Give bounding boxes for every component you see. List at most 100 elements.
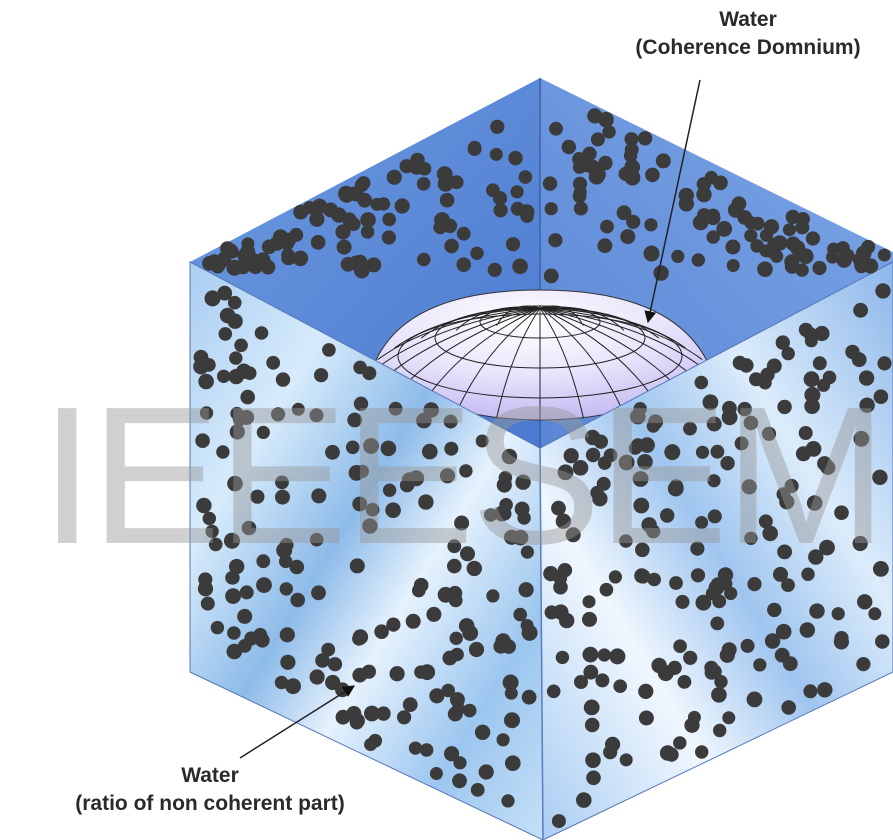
molecule-dot	[309, 211, 325, 227]
molecule-dot	[694, 375, 709, 390]
molecule-dot	[716, 221, 733, 237]
molecule-dot	[311, 585, 326, 601]
molecule-dot	[205, 524, 219, 539]
molecule-dot	[799, 622, 815, 638]
molecule-dot	[327, 657, 343, 672]
molecule-dot	[456, 226, 471, 241]
molecule-dot	[819, 539, 835, 556]
molecule-dot	[208, 537, 223, 552]
molecule-dot	[704, 170, 718, 185]
molecule-dot	[513, 607, 527, 622]
molecule-dot	[402, 697, 418, 712]
molecule-dot	[713, 723, 727, 738]
molecule-dot	[704, 660, 719, 675]
molecule-dot	[198, 373, 214, 390]
molecule-dot	[667, 660, 682, 676]
molecule-dot	[353, 360, 367, 375]
molecule-dot	[459, 464, 473, 478]
molecule-dot	[489, 147, 503, 161]
molecule-dot	[290, 592, 306, 608]
molecule-dot	[486, 589, 500, 603]
molecule-dot	[493, 203, 508, 218]
molecule-dot	[803, 684, 818, 699]
molecule-dot	[255, 633, 270, 648]
molecule-dot	[441, 683, 456, 698]
molecule-dot	[467, 141, 482, 156]
molecule-dot	[624, 169, 641, 186]
molecule-dot	[653, 265, 669, 281]
molecule-dot	[487, 262, 502, 277]
molecule-dot	[234, 338, 248, 353]
molecule-dot	[861, 239, 876, 254]
molecule-dot	[695, 516, 709, 529]
molecule-dot	[544, 202, 558, 216]
molecule-dot	[349, 558, 365, 574]
molecule-dot	[691, 253, 705, 267]
molecule-dot	[798, 248, 814, 264]
molecule-dot	[338, 185, 355, 202]
molecule-dot	[518, 582, 534, 598]
molecule-dot	[505, 237, 521, 252]
molecule-dot	[309, 408, 324, 423]
molecule-dot	[236, 260, 251, 275]
label-top-title: Water	[719, 8, 777, 31]
molecule-dot	[227, 295, 242, 310]
molecule-dot	[256, 425, 270, 439]
molecule-dot	[260, 259, 276, 275]
molecule-dot	[634, 568, 650, 584]
bottom-pointer-arrow	[239, 685, 356, 759]
molecule-dot	[695, 445, 710, 459]
molecule-dot	[561, 139, 576, 155]
molecule-dot	[250, 489, 265, 504]
molecule-dot	[553, 579, 568, 595]
molecule-dot	[817, 682, 833, 698]
molecule-dot	[210, 620, 225, 635]
molecule-dot	[496, 733, 510, 747]
molecule-dot	[394, 198, 410, 214]
molecule-dot	[775, 623, 792, 640]
molecule-dot	[633, 497, 650, 514]
molecule-dot	[647, 572, 661, 587]
molecule-dot	[696, 186, 712, 203]
molecule-dot	[357, 192, 373, 208]
molecule-dot	[201, 358, 216, 372]
molecule-dot	[376, 706, 391, 721]
molecule-dot	[199, 406, 214, 420]
molecule-dot	[744, 229, 758, 243]
molecule-dot	[695, 745, 709, 759]
molecule-dot	[605, 736, 621, 753]
molecule-dot	[648, 414, 664, 430]
molecule-dot	[798, 426, 813, 440]
molecule-dot	[352, 667, 368, 683]
molecule-dot	[782, 656, 798, 671]
molecule-dot	[449, 631, 463, 645]
molecule-dot	[795, 220, 810, 235]
molecule-dot	[386, 617, 401, 632]
molecule-dot	[808, 549, 824, 565]
water-molecules	[193, 108, 892, 829]
molecule-dot	[281, 251, 296, 266]
molecule-dot	[289, 559, 305, 575]
molecule-dot	[229, 558, 245, 575]
molecule-dot	[325, 444, 340, 460]
molecule-dot	[542, 176, 558, 191]
molecule-dot	[583, 664, 599, 680]
molecule-dot	[576, 792, 592, 808]
molecule-dot	[711, 687, 727, 703]
molecule-dot	[195, 433, 210, 449]
molecule-dot	[478, 764, 494, 780]
molecule-dot	[582, 646, 599, 663]
molecule-dot	[623, 149, 638, 163]
molecule-dot	[302, 201, 317, 215]
molecule-dot	[727, 202, 744, 218]
molecule-dot	[582, 146, 597, 161]
molecule-dot	[335, 224, 351, 240]
molecule-dot	[587, 108, 603, 124]
molecule-dot	[671, 249, 685, 263]
molecule-dot	[239, 585, 254, 600]
molecule-dot	[659, 745, 676, 761]
molecule-dot	[492, 191, 508, 206]
molecule-dot	[275, 475, 289, 490]
molecule-dot	[456, 257, 472, 273]
molecule-dot	[873, 389, 889, 405]
